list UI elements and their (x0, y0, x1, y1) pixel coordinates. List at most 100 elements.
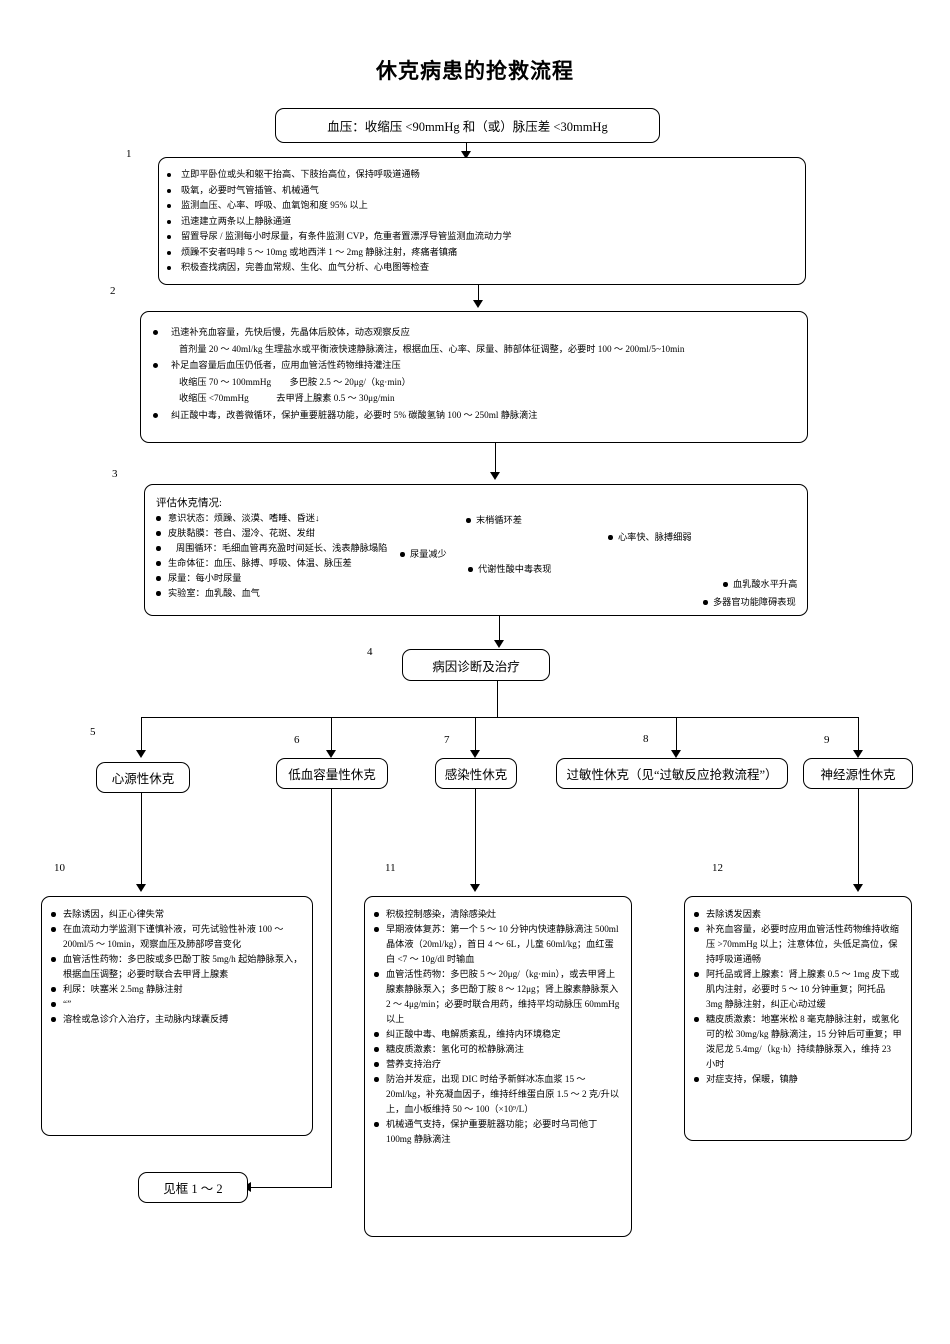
arrowhead-box11 (470, 884, 480, 892)
scatter-item: 代谢性酸中毒表现 (468, 562, 552, 577)
step-number-5: 5 (90, 726, 96, 738)
arrowhead-branch-4 (671, 750, 681, 758)
list-item: 尿量：每小时尿量 (156, 571, 576, 586)
node-box-11: 积极控制感染，清除感染灶 早期液体复苏：第一个 5 ～ 10 分钟内快速静脉滴注… (364, 896, 632, 1237)
connector-box1-box2 (478, 285, 480, 306)
list-item: 迅速补充血容量，先快后慢，先晶体后胶体，动态观察反应 首剂量 20 ～ 40ml… (141, 324, 809, 357)
list-item: 生命体征：血压、脉搏、呼吸、体温、脉压差 (156, 556, 576, 571)
list-item: 立即平卧位或头和躯干抬高、下肢抬高位，保持呼吸道通畅 (159, 167, 807, 183)
connector-bus-branch-4 (676, 717, 678, 755)
list-item: 去除诱因，纠正心律失常 (51, 907, 303, 922)
arrowhead-box3-etiology (494, 640, 504, 648)
list-item: 积极控制感染，清除感染灶 (374, 907, 622, 922)
node-trigger-label: 血压：收缩压 <90mmHg 和（或）脉压差 <30mmHg (327, 120, 608, 134)
step-number-12: 12 (712, 862, 723, 874)
connector-bus-branch-1 (141, 717, 143, 755)
node-branch-anaphylactic: 过敏性休克（见“过敏反应抢救流程”） (556, 758, 788, 789)
step-number-1: 1 (126, 148, 132, 160)
list-item: 在血流动力学监测下谨慎补液，可先试验性补液 100 ～ 200ml/5 ～ 10… (51, 922, 303, 952)
node-branch-hypovolemic: 低血容量性休克 (276, 758, 388, 789)
list-item: “” (51, 997, 303, 1012)
scatter-item: 多器官功能障碍表现 (703, 595, 796, 610)
node-trigger: 血压：收缩压 <90mmHg 和（或）脉压差 <30mmHg (275, 108, 660, 143)
branch-label: 感染性休克 (444, 768, 508, 782)
page-title: 休克病患的抢救流程 (376, 59, 574, 83)
connector-bus-branch-2 (331, 717, 333, 755)
node-branch-cardiogenic: 心源性休克 (96, 762, 190, 793)
list-item: 积极查找病因，完善血常规、生化、血气分析、心电图等检查 (159, 260, 807, 276)
node-etiology: 病因诊断及治疗 (402, 649, 550, 681)
list-item: 血管活性药物：多巴胺或多巴酚丁胺 5mg/h 起始静脉泵入，根据血压调整；必要时… (51, 952, 303, 982)
list-item: 意识状态：烦躁、淡漠、嗜睡、昏迷↓ (156, 511, 576, 526)
arrowhead-box12 (853, 884, 863, 892)
step-number-2: 2 (110, 285, 116, 297)
connector-bus-branch-3 (475, 717, 477, 755)
connector-neurogenic-box12 (858, 789, 860, 888)
list-item-sub: 首剂量 20 ～ 40ml/kg 生理盐水或平衡液快速静脉滴注，根据血压、心率、… (179, 343, 685, 354)
branch-label: 心源性休克 (111, 772, 175, 786)
arrowhead-branch-3 (470, 750, 480, 758)
list-item-sub: 收缩压 <70mmHg 去甲肾上腺素 0.5 ～ 30μg/min (179, 393, 395, 403)
connector-hypovolemic-return (331, 789, 333, 1188)
arrowhead-box1-box2 (473, 300, 483, 308)
node-box-2: 迅速补充血容量，先快后慢，先晶体后胶体，动态观察反应 首剂量 20 ～ 40ml… (140, 311, 808, 443)
list-item: 阿托品或肾上腺素：肾上腺素 0.5 ～ 1mg 皮下或肌内注射，必要时 5 ～ … (694, 967, 902, 1012)
arrowhead-box10 (136, 884, 146, 892)
node-branch-septic: 感染性休克 (435, 758, 517, 789)
list-item: 糖皮质激素：氢化可的松静脉滴注 (374, 1042, 622, 1057)
branch-label: 神经源性休克 (820, 768, 896, 782)
arrowhead-branch-5 (853, 750, 863, 758)
node-box-10: 去除诱因，纠正心律失常 在血流动力学监测下谨慎补液，可先试验性补液 100 ～ … (41, 896, 313, 1136)
list-item: 补足血容量后血压仍低者，应用血管活性药物维持灌注压 收缩压 70 ～ 100mm… (141, 357, 809, 407)
return-ref-label: 见框 1 ～ 2 (163, 1182, 223, 1196)
arrowhead-trigger-box1 (461, 151, 471, 159)
node-branch-neurogenic: 神经源性休克 (803, 758, 913, 789)
step-number-7: 7 (444, 734, 450, 746)
box-3-left-list: 意识状态：烦躁、淡漠、嗜睡、昏迷↓ 皮肤黏膜：苍白、湿冷、花斑、发绀 周围循环：… (156, 511, 576, 601)
list-item: 溶栓或急诊介入治疗，主动脉内球囊反搏 (51, 1012, 303, 1027)
step-number-3: 3 (112, 468, 118, 480)
connector-septic-box11 (475, 789, 477, 888)
connector-cardiogenic-box10 (141, 793, 143, 888)
list-item: 纠正酸中毒，改善微循环，保护重要脏器功能，必要时 5% 碳酸氢钠 100 ～ 2… (141, 407, 809, 424)
list-item-main: 迅速补充血容量，先快后慢，先晶体后胶体，动态观察反应 (171, 327, 410, 337)
node-etiology-label: 病因诊断及治疗 (432, 659, 520, 674)
branch-label: 低血容量性休克 (288, 768, 376, 782)
box-1-list: 立即平卧位或头和躯干抬高、下肢抬高位，保持呼吸道通畅 吸氧，必要时气管插管、机械… (159, 167, 807, 276)
list-item: 糖皮质激素：地塞米松 8 毫克静脉注射，或氢化可的松 30mg/kg 静脉滴注，… (694, 1012, 902, 1072)
step-number-10: 10 (54, 862, 65, 874)
step-number-8: 8 (643, 733, 649, 745)
connector-bus-branch-5 (858, 717, 860, 755)
list-item: 血管活性药物：多巴胺 5 ～ 20μg/（kg·min），或去甲肾上腺素静脉泵入… (374, 967, 622, 1027)
connector-return-horizontal (250, 1187, 332, 1189)
step-number-4: 4 (367, 646, 373, 658)
list-item: 烦躁不安者吗啡 5 ～ 10mg 或地西泮 1 ～ 2mg 静脉注射，疼痛者镇痛 (159, 245, 807, 261)
list-item: 周围循环：毛细血管再充盈时间延长、浅表静脉塌陷 (156, 541, 576, 556)
connector-box3-etiology (499, 616, 501, 643)
list-item: 实验室：血乳酸、血气 (156, 586, 576, 601)
arrowhead-box2-box3 (490, 472, 500, 480)
connector-trigger-box1 (466, 143, 468, 157)
list-item: 防治并发症，出现 DIC 时给予新鲜冰冻血浆 15 ～ 20ml/kg，补充凝血… (374, 1072, 622, 1117)
list-item-main: 纠正酸中毒，改善微循环，保护重要脏器功能，必要时 5% 碳酸氢钠 100 ～ 2… (171, 409, 538, 420)
list-item: 去除诱发因素 (694, 907, 902, 922)
node-return-ref: 见框 1 ～ 2 (138, 1172, 248, 1203)
list-item: 皮肤黏膜：苍白、湿冷、花斑、发绀 (156, 526, 576, 541)
step-number-9: 9 (824, 734, 830, 746)
node-box-1: 立即平卧位或头和躯干抬高、下肢抬高位，保持呼吸道通畅 吸氧，必要时气管插管、机械… (158, 157, 806, 285)
scatter-item: 尿量减少 (400, 547, 447, 562)
list-item: 营养支持治疗 (374, 1057, 622, 1072)
connector-etiology-bus (497, 681, 499, 717)
list-item: 机械通气支持，保护重要脏器功能；必要时乌司他丁 100mg 静脉滴注 (374, 1117, 622, 1147)
list-item: 利尿：呋塞米 2.5mg 静脉注射 (51, 982, 303, 997)
list-item: 早期液体复苏：第一个 5 ～ 10 分钟内快速静脉滴注 500ml 晶体液（20… (374, 922, 622, 967)
step-number-6: 6 (294, 734, 300, 746)
branch-label: 过敏性休克（见“过敏反应抢救流程”） (566, 768, 778, 782)
list-item: 纠正酸中毒、电解质紊乱，维持内环境稳定 (374, 1027, 622, 1042)
list-item: 监测血压、心率、呼吸、血氧饱和度 95% 以上 (159, 198, 807, 214)
connector-box2-box3 (495, 443, 497, 477)
list-item: 补充血容量，必要时应用血管活性药物维持收缩压 >70mmHg 以上；注意体位，头… (694, 922, 902, 967)
list-item: 吸氧，必要时气管插管、机械通气 (159, 183, 807, 199)
connector-bus (141, 717, 859, 719)
